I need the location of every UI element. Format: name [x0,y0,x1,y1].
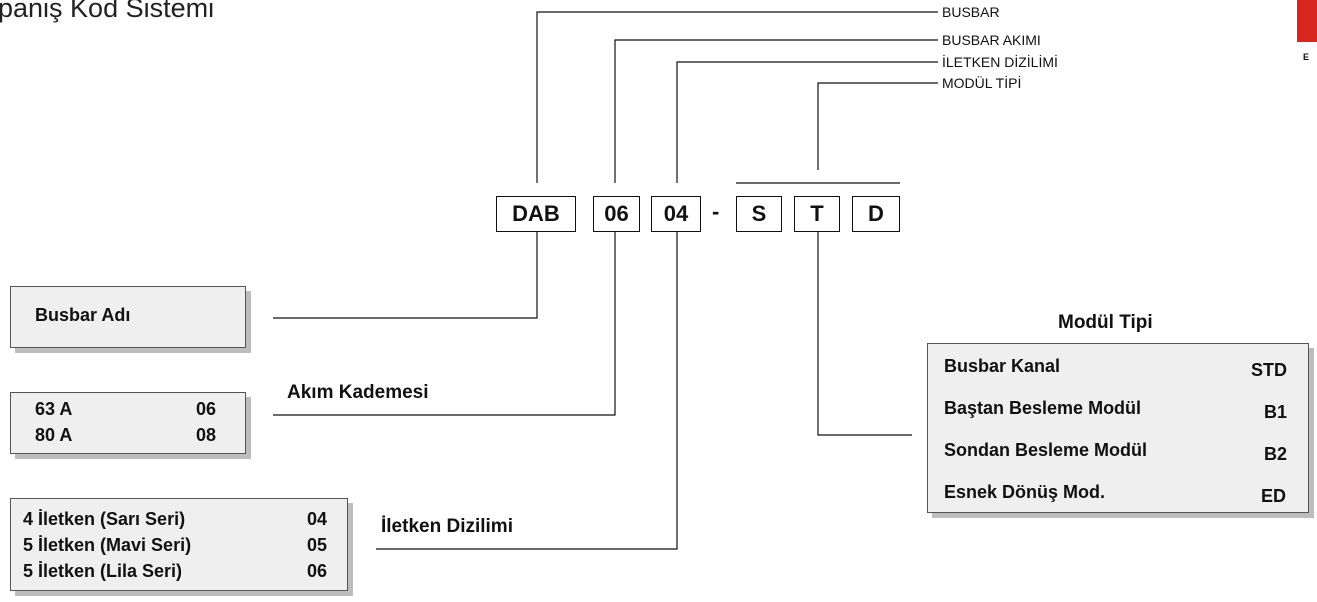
conductor-row-name: 5 İletken (Lila Seri) [23,561,183,581]
current-row-name: 63 A [35,399,73,419]
logo-letter: E [1303,52,1310,62]
page-title: paniş Kod Sistemi [0,0,215,23]
code-part-current: 06 [593,196,640,232]
conductor-row-code: 06 [307,561,328,581]
module-box: Busbar Kanal STD Baştan Besleme Modül B1… [927,343,1309,513]
module-row-name: Busbar Kanal [944,356,1061,376]
current-row-code: 08 [196,425,217,445]
module-row-code: B1 [1264,402,1288,422]
module-row-code: STD [1251,360,1287,380]
label-busbar-akimi: BUSBAR AKIMI [942,32,1041,48]
leader-busbar-akimi [614,39,938,183]
current-label: Akım Kademesi [287,382,429,403]
module-row-name: Sondan Besleme Modül [944,440,1148,460]
code-part-busbar: DAB [496,196,576,232]
code-part-module-3: D [852,196,900,232]
brand-logo [1297,0,1317,42]
code-part-module-2: T [794,196,840,232]
label-modul-tipi: MODÜL TİPİ [942,75,1022,91]
module-label: Modül Tipi [1058,312,1153,333]
module-row-name: Baştan Besleme Modül [944,398,1142,418]
conductor-row-code: 04 [307,509,328,529]
conductor-row-name: 5 İletken (Mavi Seri) [23,535,192,555]
current-row-code: 06 [196,399,217,419]
current-box: 63 A 06 80 A 08 [10,392,246,454]
leader-modul-tipi [817,82,938,170]
conductor-row-code: 05 [307,535,328,555]
leader-iletken [376,231,678,550]
module-row-code: B2 [1264,444,1288,464]
busbar-name-box: Busbar Adı [10,286,246,348]
label-iletken-dizilimi: İLETKEN DİZİLİMİ [942,54,1058,70]
code-separator: - [712,199,720,224]
conductor-row-name: 4 İletken (Sarı Seri) [23,509,186,529]
module-row-name: Esnek Dönüş Mod. [944,482,1106,502]
leader-busbar-adi [273,231,538,319]
label-busbar: BUSBAR [942,4,1000,20]
code-part-conductor: 04 [651,196,701,232]
leader-busbar [536,11,938,183]
conductor-box: 4 İletken (Sarı Seri) 04 5 İletken (Mavi… [10,498,348,591]
leader-modul [817,231,912,436]
conductor-label: İletken Dizilimi [381,516,513,537]
module-row-code: ED [1261,486,1287,506]
leader-iletken-dizilimi [676,61,938,183]
current-row-name: 80 A [35,425,73,445]
busbar-name-label: Busbar Adı [35,305,131,325]
leader-akim-kademesi [273,231,616,416]
code-part-module-1: S [736,196,782,232]
